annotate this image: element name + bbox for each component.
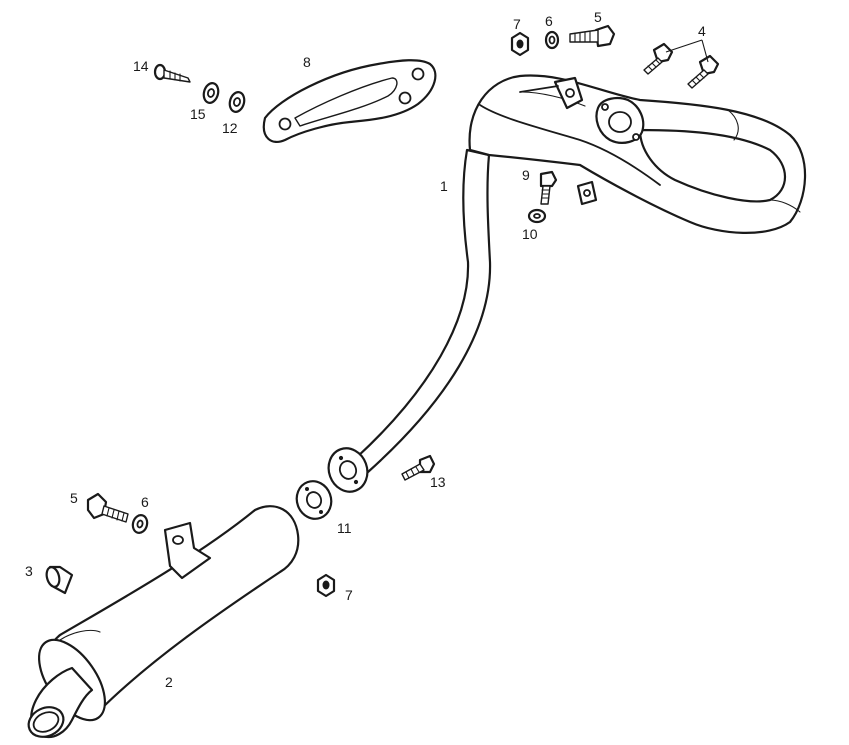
callout-4: 4	[698, 23, 706, 39]
callout-8: 8	[303, 54, 311, 70]
callout-12: 12	[222, 120, 238, 136]
washer-15	[202, 82, 220, 104]
callout-14: 14	[133, 58, 149, 74]
callout-5-top: 5	[594, 9, 602, 25]
silencer-muffler	[27, 505, 300, 739]
gasket-11	[295, 480, 333, 520]
nut-bottom	[316, 573, 336, 598]
callout-6-bottom: 6	[141, 494, 149, 510]
bolt-13	[401, 454, 436, 481]
leader-4-a	[665, 39, 703, 53]
callout-13: 13	[430, 474, 446, 490]
flange-bolt-2	[687, 54, 720, 89]
leader-4-b	[701, 39, 709, 63]
callout-10: 10	[522, 226, 538, 242]
bolt-9	[539, 170, 558, 205]
callout-2: 2	[165, 674, 173, 690]
washer-top	[544, 30, 560, 50]
screw-14	[153, 63, 191, 83]
callout-3: 3	[25, 563, 33, 579]
callout-9: 9	[522, 167, 530, 183]
callout-11: 11	[337, 520, 352, 536]
end-cap	[45, 565, 74, 595]
washer-bottom	[131, 514, 149, 534]
flange-bolt-1	[643, 42, 674, 75]
nut-top	[510, 31, 530, 57]
bolt-top	[569, 24, 616, 48]
bolt-bottom	[86, 492, 129, 523]
callout-6-top: 6	[545, 13, 553, 29]
callout-5-bottom: 5	[70, 490, 78, 506]
washer-10	[527, 208, 547, 224]
exhaust-header-pipe	[327, 74, 807, 493]
callout-7-top: 7	[513, 16, 521, 32]
heat-shield-bracket	[262, 59, 437, 144]
callout-1: 1	[440, 178, 448, 194]
callout-15: 15	[190, 106, 206, 122]
washer-12	[228, 91, 246, 113]
callout-7-bottom: 7	[345, 587, 353, 603]
